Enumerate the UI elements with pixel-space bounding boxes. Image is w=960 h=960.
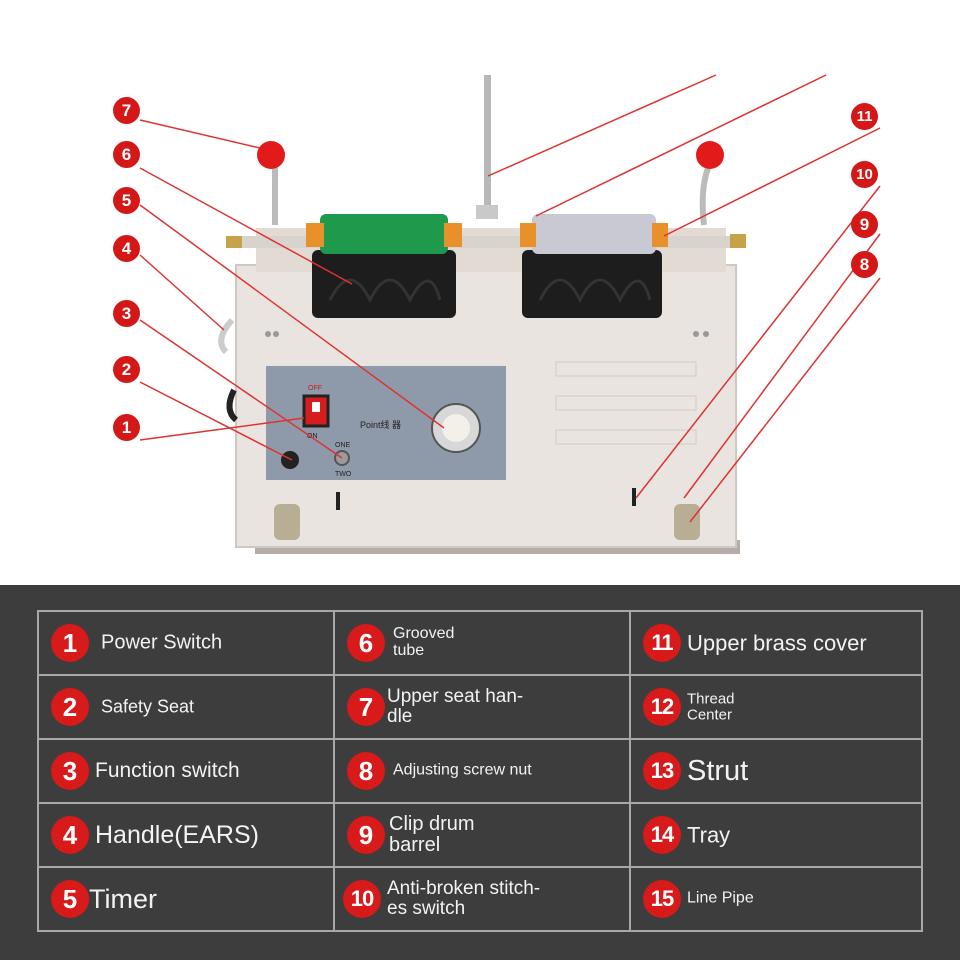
legend-cell-6: 6 Grooved tube [335, 612, 631, 676]
legend-label-2: Safety Seat [101, 696, 195, 717]
callout-1-icon: 1 [113, 414, 140, 441]
legend-panel [0, 585, 960, 960]
callout-9-icon: 9 [851, 211, 878, 238]
legend-cell-10: 10 Anti-broken stitch- es switch [335, 868, 631, 930]
legend-label-5: Timer [89, 883, 157, 914]
callout-2-icon: 2 [113, 356, 140, 383]
legend-cell-11: 11 Upper brass cover [631, 612, 921, 676]
legend-cell-13: 13 Strut [631, 740, 921, 804]
legend-badge-14-icon: 14 [643, 816, 681, 854]
on-label: ON [307, 433, 318, 440]
callout-7-icon: 7 [113, 97, 140, 124]
legend-badge-10-icon: 10 [343, 880, 381, 918]
callout-10-icon: 10 [851, 161, 878, 188]
legend-badge-13-icon: 13 [643, 752, 681, 790]
off-label: OFF [308, 385, 322, 392]
legend-cell-5: 5 Timer [39, 868, 335, 930]
legend-cell-2: 2 Safety Seat [39, 676, 335, 740]
callout-6-icon: 6 [113, 141, 140, 168]
legend-cell-3: 3 Function switch [39, 740, 335, 804]
legend-badge-5-icon: 5 [51, 880, 89, 918]
legend-cell-8: 8 Adjusting screw nut [335, 740, 631, 804]
legend-badge-3-icon: 3 [51, 752, 89, 790]
legend-label-12: Thread Center [687, 690, 735, 723]
legend-label-13: Strut [687, 754, 749, 787]
legend-cell-4: 4 Handle(EARS) [39, 804, 335, 868]
legend-badge-7-icon: 7 [347, 688, 385, 726]
callout-4-icon: 4 [113, 235, 140, 262]
legend-label-10: Anti-broken stitch- es switch [387, 878, 541, 919]
legend-label-7: Upper seat han- dle [387, 686, 524, 727]
legend-label-9: Clip drum barrel [389, 813, 475, 856]
legend-label-8: Adjusting screw nut [393, 761, 532, 779]
legend-badge-2-icon: 2 [51, 688, 89, 726]
legend-badge-6-icon: 6 [347, 624, 385, 662]
point-label: Point线 器 [360, 419, 401, 430]
legend-badge-4-icon: 4 [51, 816, 89, 854]
callout-8-icon: 8 [851, 251, 878, 278]
legend-cell-15: 15 Line Pipe [631, 868, 921, 930]
legend-label-14: Tray [687, 822, 731, 848]
legend-badge-8-icon: 8 [347, 752, 385, 790]
legend-cell-14: 14 Tray [631, 804, 921, 868]
legend-cell-1: 1 Power Switch [39, 612, 335, 676]
legend-badge-1-icon: 1 [51, 624, 89, 662]
legend-badge-12-icon: 12 [643, 688, 681, 726]
legend-label-11: Upper brass cover [687, 630, 867, 656]
callout-3-icon: 3 [113, 300, 140, 327]
legend-cell-7: 7 Upper seat han- dle [335, 676, 631, 740]
callout-5-icon: 5 [113, 187, 140, 214]
product-photo-area: OFF ON ONE TWO Point线 器 7 6 [113, 74, 881, 554]
legend-badge-15-icon: 15 [643, 880, 681, 918]
legend-label-6: Grooved tube [393, 625, 455, 659]
legend-badge-9-icon: 9 [347, 816, 385, 854]
legend-label-4: Handle(EARS) [95, 820, 259, 849]
legend-label-3: Function switch [95, 758, 240, 782]
one-label: ONE [335, 442, 351, 449]
legend-cell-12: 12 Thread Center [631, 676, 921, 740]
legend-cell-9: 9 Clip drum barrel [335, 804, 631, 868]
legend-label-1: Power Switch [101, 631, 223, 654]
callout-11-icon: 11 [851, 103, 878, 130]
thread-winding-machine-illustration: OFF ON ONE TWO Point线 器 [139, 74, 881, 554]
legend-table: 1 Power Switch 2 Safety Seat 3 Function … [37, 610, 923, 932]
two-label: TWO [335, 471, 352, 478]
legend-label-15: Line Pipe [687, 889, 754, 907]
legend-badge-11-icon: 11 [643, 624, 681, 662]
